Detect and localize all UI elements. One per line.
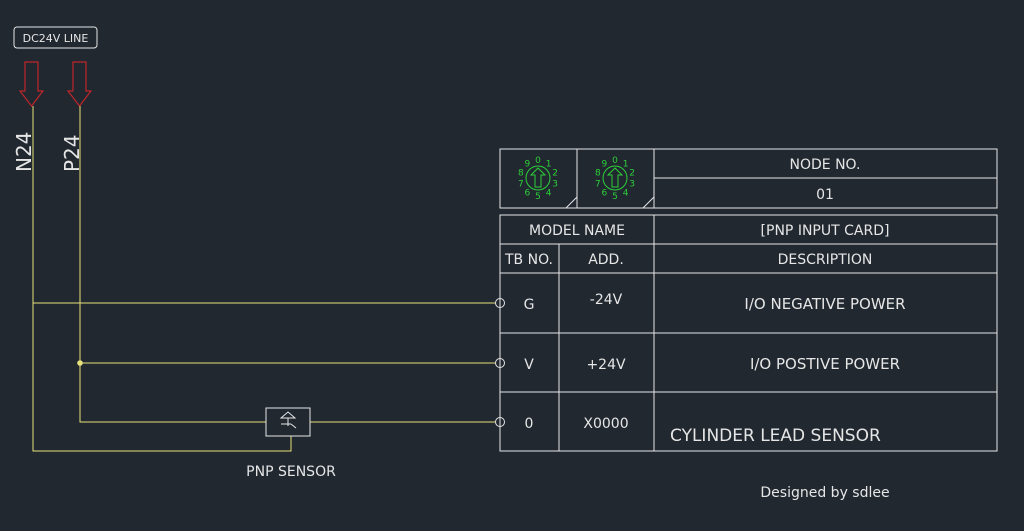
dial-digit: 6 [602, 189, 608, 199]
row-2-description: I/O POSTIVE POWER [750, 355, 900, 373]
n24-supply-arrow-icon [18, 61, 45, 107]
dial-digit: 8 [595, 168, 601, 178]
dial-digit: 4 [623, 189, 629, 199]
dial-digit: 0 [535, 156, 541, 166]
io-table: MODEL NAME [PNP INPUT CARD] TB NO. ADD. … [499, 214, 998, 452]
dial-digit: 5 [535, 192, 541, 202]
n24-rail-wire [32, 106, 292, 452]
row-3-add: X0000 [583, 416, 628, 432]
row-1-tb: G [524, 297, 535, 313]
row-2-add: +24V [586, 357, 626, 373]
dial-digit: 7 [595, 180, 601, 190]
dial-digit: 0 [612, 156, 618, 166]
wiring [32, 106, 495, 452]
sensor-label: PNP SENSOR [246, 464, 336, 480]
row-1-add: -24V [590, 292, 623, 308]
row-1-description: I/O NEGATIVE POWER [744, 295, 905, 313]
dial-digit: 4 [546, 189, 552, 199]
dial-digit: 8 [518, 168, 524, 178]
dial-digit: 3 [552, 180, 558, 190]
dc24v-line-label: DC24V LINE [23, 32, 89, 45]
designer-credit: Designed by sdlee [760, 485, 889, 501]
node-value: 01 [816, 187, 834, 203]
pnp-sensor-icon [265, 407, 311, 437]
node-header: NODE NO. [790, 157, 861, 173]
dial-digit: 3 [629, 180, 635, 190]
dial-digit: 5 [612, 192, 618, 202]
dial-digit: 1 [623, 159, 629, 169]
dial-digit: 9 [525, 159, 531, 169]
model-name-value: [PNP INPUT CARD] [761, 223, 890, 239]
node-number-table: NODE NO. 01 [499, 148, 998, 209]
dial-digit: 9 [602, 159, 608, 169]
dial-digit: 2 [629, 168, 635, 178]
col-header-add: ADD. [588, 252, 624, 268]
dial-digit: 7 [518, 180, 524, 190]
dial-digit: 1 [546, 159, 552, 169]
dial-digit: 2 [552, 168, 558, 178]
dc24v-line-tag: DC24V LINE [13, 26, 98, 49]
col-header-description: DESCRIPTION [778, 252, 873, 268]
col-header-tb: TB NO. [504, 252, 553, 268]
model-name-label: MODEL NAME [529, 223, 625, 239]
junction-dot [77, 360, 83, 366]
p24-supply-arrow-icon [66, 61, 93, 107]
rail-label-n24: N24 [12, 132, 36, 172]
row-3-description: CYLINDER LEAD SENSOR [670, 426, 881, 446]
row-3-tb: 0 [525, 416, 534, 432]
dial-digit: 6 [525, 189, 531, 199]
row-2-tb: V [524, 357, 534, 373]
p24-rail-wire [79, 106, 266, 423]
